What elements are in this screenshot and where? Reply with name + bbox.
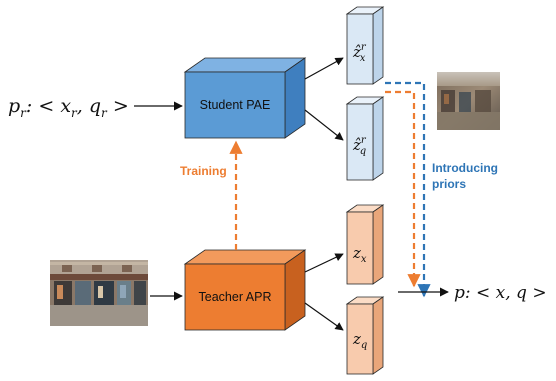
student-block-side: [284, 57, 306, 139]
student-to-zx-arrow: [304, 57, 344, 80]
query-image: [50, 260, 148, 326]
teacher-block-front: [184, 263, 286, 331]
student-pae-block: Student PAE: [183, 57, 307, 139]
student-output-zx: [345, 6, 385, 85]
teacher-apr-block: Teacher APR: [183, 249, 307, 331]
teacher-zx-label: zx: [352, 244, 367, 265]
input-pose-label: pr: < xr, qr >: [8, 95, 129, 120]
priors-label-line1: Introducing: [432, 161, 498, 175]
student-block-top: [183, 57, 307, 73]
teacher-zq-label: zq: [352, 330, 367, 351]
orange-prior-arrow: [385, 90, 421, 288]
student-to-zq-arrow: [304, 109, 344, 141]
training-label: Training: [180, 164, 227, 178]
output-pose-label: p: < x, q >: [454, 283, 547, 303]
teacher-to-zx-arrow: [304, 253, 344, 273]
teacher-output-zx: [345, 204, 385, 285]
teacher-to-zq-arrow: [304, 302, 344, 331]
student-block-front: [184, 71, 286, 139]
teacher-block-top: [183, 249, 307, 265]
priors-label-line2: priors: [432, 177, 466, 191]
rendered-image: [437, 72, 500, 130]
student-output-zq: [345, 96, 385, 181]
teacher-output-zq: [345, 296, 385, 375]
blue-prior-arrow: [385, 81, 431, 298]
teacher-label: Teacher APR: [199, 290, 272, 304]
student-label: Student PAE: [200, 98, 271, 112]
teacher-block-side: [284, 249, 306, 331]
